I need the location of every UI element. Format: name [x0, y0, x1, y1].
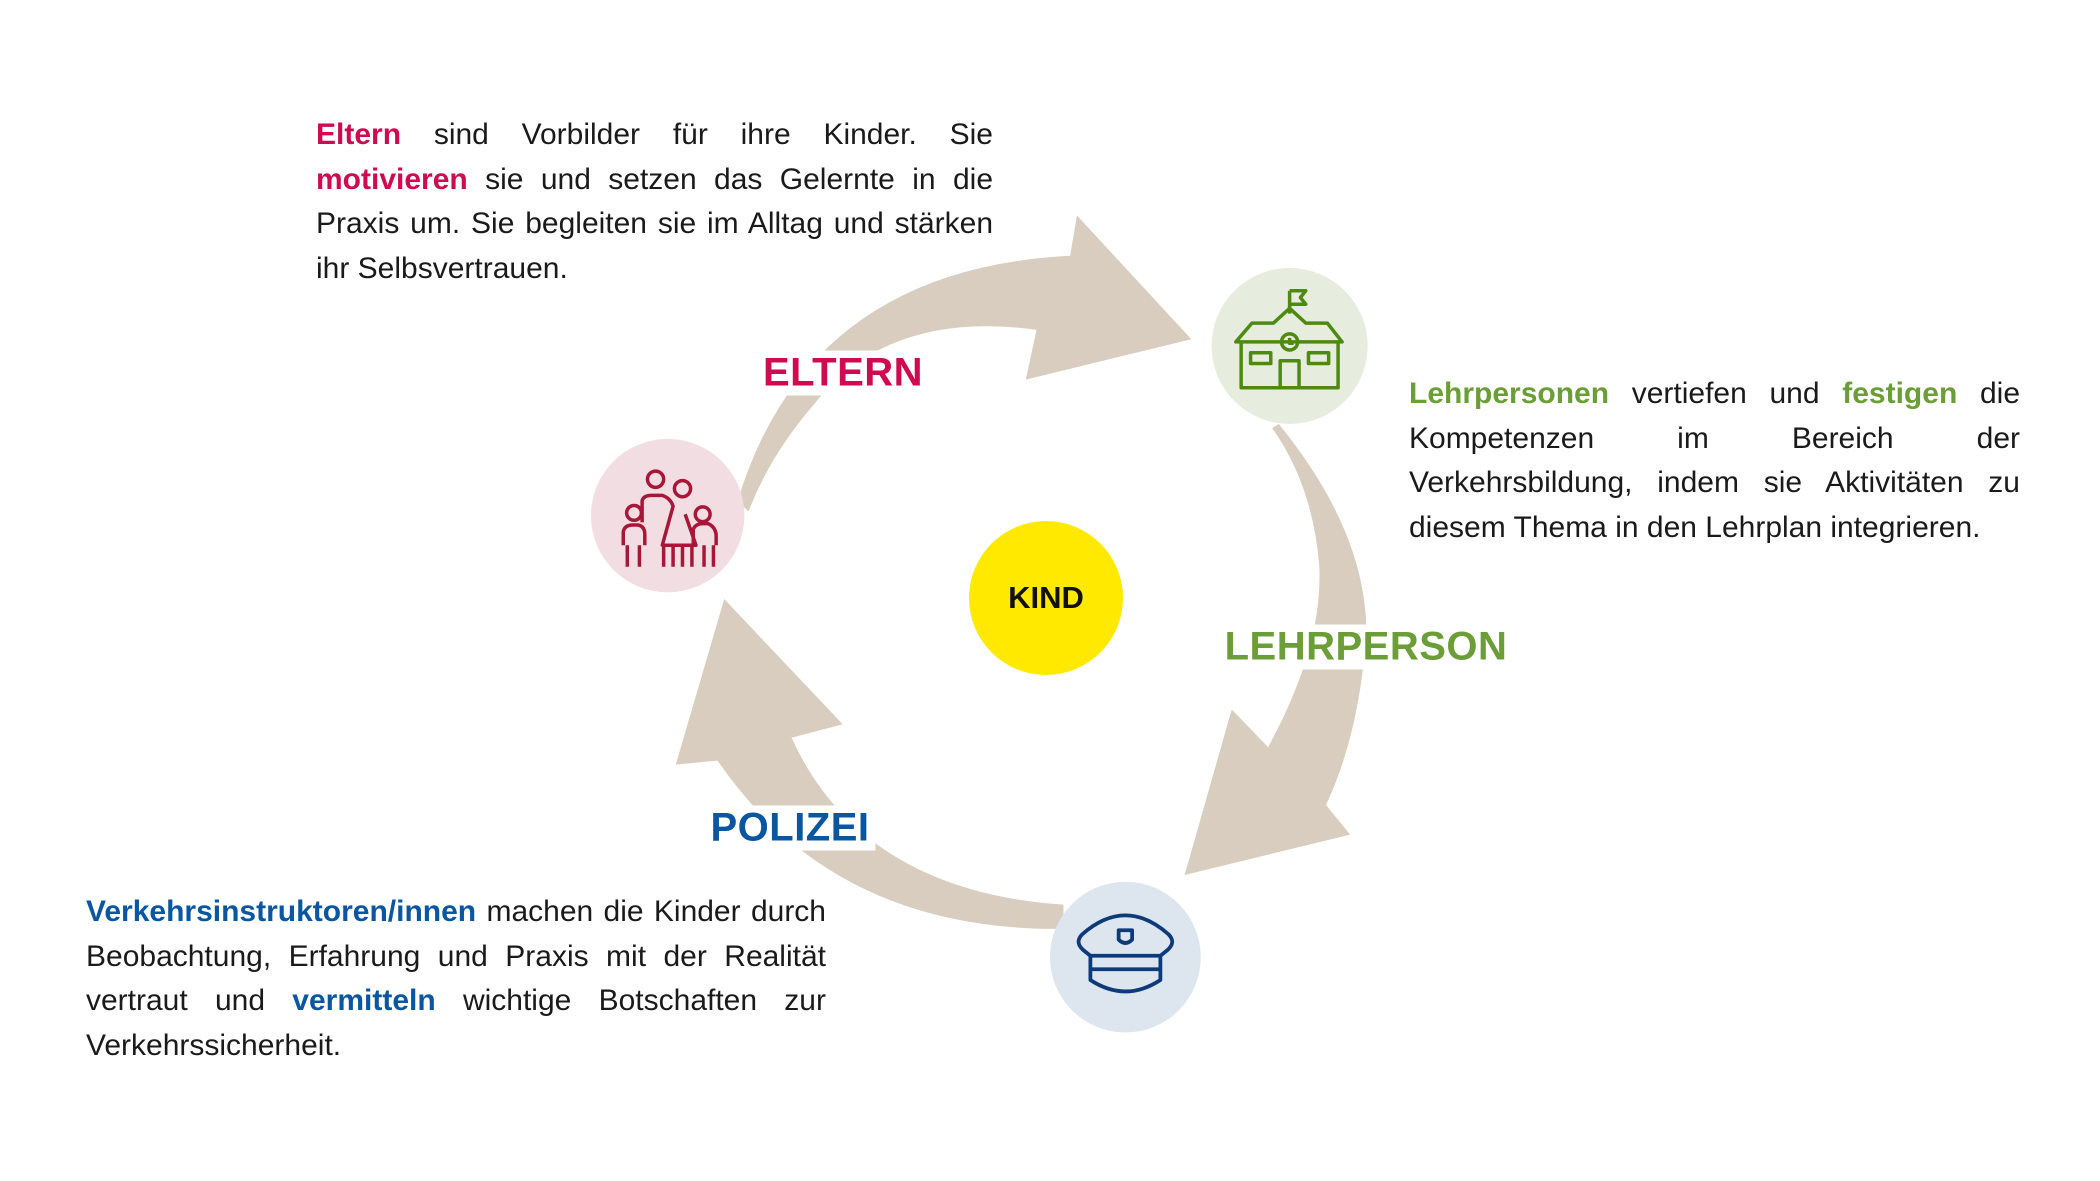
text-segment: sind Vorbilder für ihre Kinder. Sie [401, 118, 993, 151]
family-icon [621, 469, 718, 567]
text-segment: vertiefen und [1609, 377, 1843, 410]
text-segment: sie und setzen das Gelernte in die Praxi… [316, 162, 993, 285]
highlight-motivieren: motivieren [316, 162, 468, 196]
polizei-circle [1050, 881, 1201, 1033]
lehrperson-circle [1211, 267, 1368, 425]
eltern-circle [590, 438, 745, 593]
arrow-lehrperson-to-polizei [1184, 424, 1367, 876]
highlight-eltern: Eltern [316, 118, 402, 151]
arrow-eltern-to-lehrperson [737, 215, 1192, 512]
label-polizei: POLIZEI [704, 805, 876, 851]
kind-label: KIND [1008, 580, 1084, 615]
text-segment: machen die Kinder durch Beobachtung, Erf… [86, 895, 826, 1017]
highlight-vermitteln: vermitteln [292, 984, 436, 1017]
eltern-description: Eltern sind Vorbilder für ihre Kinder. S… [316, 113, 993, 291]
arrow-polizei-to-eltern [675, 599, 1064, 929]
text-segment: die Kompetenzen im Bereich der Verkehrsb… [1409, 377, 2021, 544]
lehrperson-description: Lehrpersonen vertiefen und festigen die … [1409, 372, 2020, 550]
school-icon [1234, 289, 1344, 390]
highlight-verkehrsinstruktoren: Verkehrsinstruktoren/innen [86, 895, 477, 928]
kind-center-circle: KIND [969, 521, 1123, 675]
highlight-festigen: festigen [1842, 377, 1958, 410]
text-segment: wichtige Botschaften zur Verkehrssicherh… [86, 984, 826, 1062]
polizei-description: Verkehrsinstruktoren/innen machen die Ki… [86, 890, 826, 1068]
label-eltern: ELTERN [756, 350, 930, 396]
highlight-lehrpersonen: Lehrpersonen [1409, 377, 1610, 410]
police-cap-icon [1076, 913, 1175, 994]
label-lehrperson: LEHRPERSON [1218, 624, 1514, 670]
